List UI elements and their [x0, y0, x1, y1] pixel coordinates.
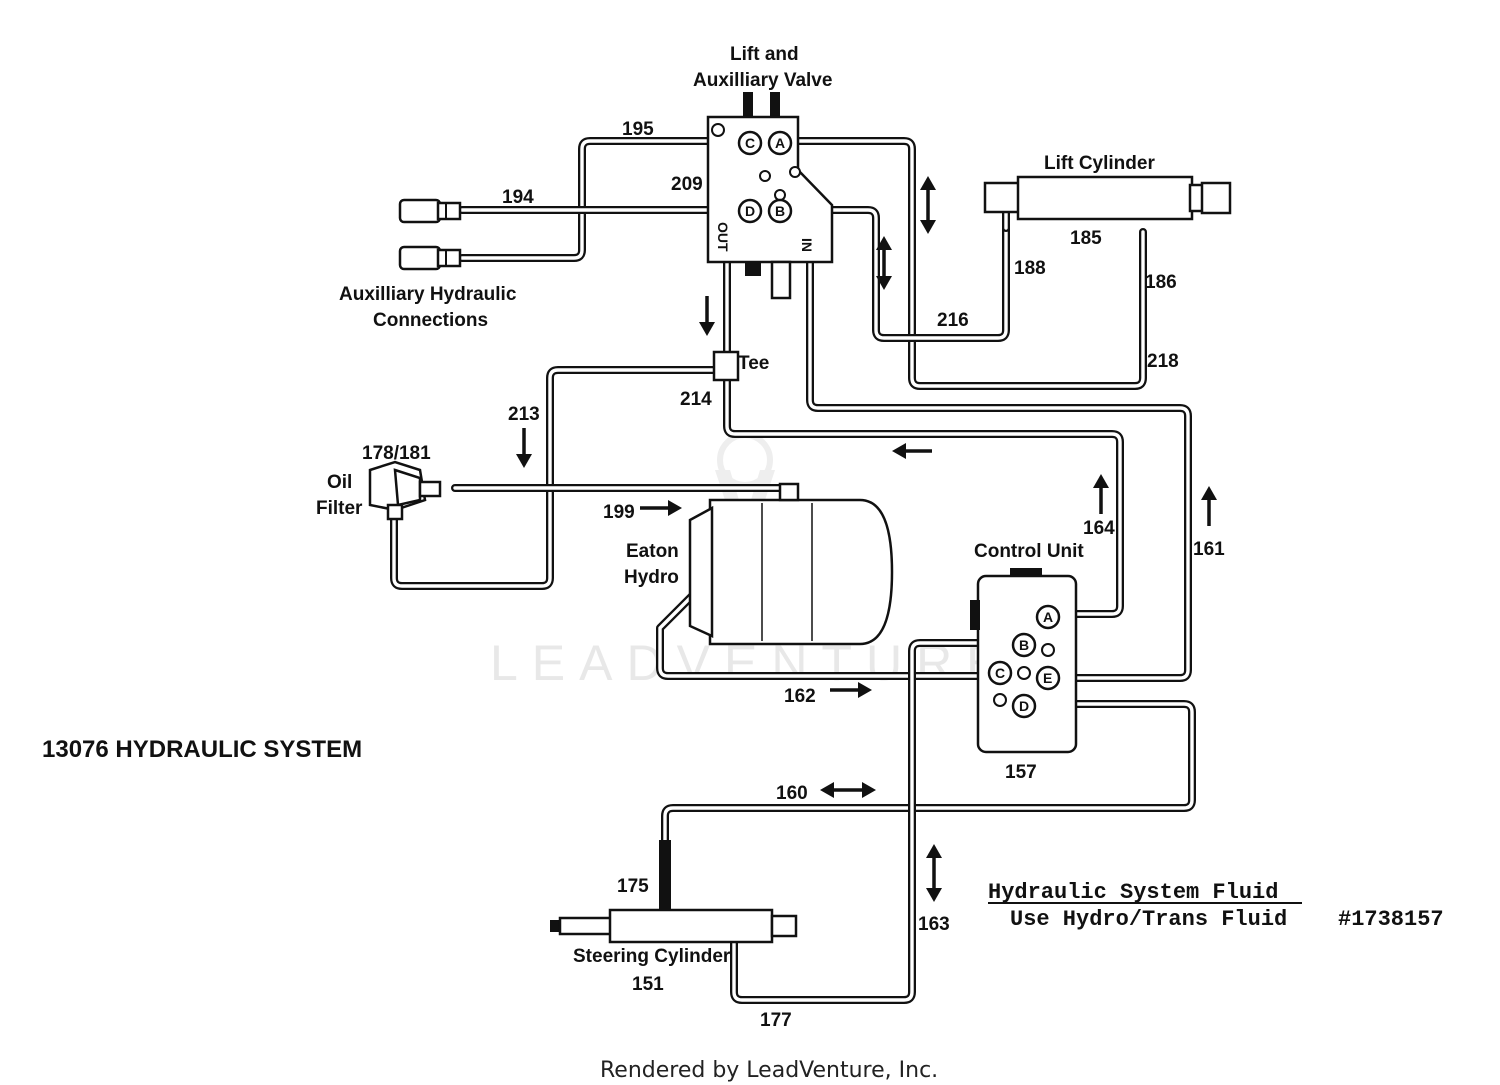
- hose-path-inner: [460, 139, 747, 260]
- hose-213-label: 213: [508, 404, 540, 425]
- aux-connections-line1: Auxilliary Hydraulic: [339, 284, 517, 305]
- oil-filter: [368, 460, 442, 521]
- steering-cylinder: [550, 840, 798, 944]
- hose-175-label: 175: [617, 876, 649, 897]
- hose-path-inner: [658, 586, 997, 678]
- control-unit-name: Control Unit: [974, 541, 1084, 562]
- hose-161-label: 161: [1193, 539, 1225, 560]
- hoses: [390, 137, 1196, 1004]
- hose-162-label: 162: [784, 686, 816, 707]
- eaton-hydro-line1: Eaton: [626, 541, 679, 562]
- aux-coupler-upper: [398, 198, 462, 224]
- control-port-d: D: [1019, 698, 1029, 714]
- steering-cylinder-name: Steering Cylinder: [573, 946, 731, 967]
- control-unit-ref: 157: [1005, 762, 1037, 783]
- valve-port-a: A: [775, 135, 785, 151]
- tee-fitting: [712, 350, 740, 382]
- fluid-note: Hydraulic System Fluid Use Hydro/Trans F…: [988, 880, 1444, 932]
- valve-port-c: C: [745, 135, 755, 151]
- lift-cylinder-name: Lift Cylinder: [1044, 153, 1155, 174]
- control-port-c: C: [995, 665, 1005, 681]
- valve-in-label: IN: [799, 238, 815, 252]
- hose-163-label: 163: [918, 914, 950, 935]
- hose-218-label: 218: [1147, 351, 1179, 372]
- valve-port-b: B: [775, 203, 785, 219]
- labels: Lift and Auxilliary Valve 209 195 194 Au…: [42, 44, 1225, 1031]
- valve-name-line1: Lift and: [730, 44, 799, 65]
- steering-cylinder-ref: 151: [632, 974, 664, 995]
- aux-connections-line2: Connections: [373, 310, 488, 331]
- hose-path-inner: [725, 260, 1122, 616]
- hose-216-label: 216: [937, 310, 969, 331]
- aux-coupler-lower: [398, 245, 462, 271]
- flow-arrows: [516, 176, 1217, 902]
- valve-ref: 209: [671, 174, 703, 195]
- fluid-note-line1: Hydraulic System Fluid: [988, 880, 1278, 905]
- control-port-b: B: [1019, 637, 1029, 653]
- eaton-hydro: [688, 482, 894, 646]
- hose-194-label: 194: [502, 187, 534, 208]
- diagram-title: 13076 HYDRAULIC SYSTEM: [42, 736, 362, 763]
- oil-filter-ref: 178/181: [362, 443, 431, 464]
- hose-188-label: 188: [1014, 258, 1046, 279]
- oil-filter-line1: Oil: [327, 472, 352, 493]
- lift-aux-valve: C A D B OUT IN: [706, 92, 834, 300]
- eaton-hydro-line2: Hydro: [624, 567, 679, 588]
- fluid-note-part-number: #1738157: [1338, 907, 1444, 932]
- footer-credit: Rendered by LeadVenture, Inc.: [600, 1058, 938, 1083]
- tee-name: Tee: [738, 353, 769, 374]
- hose-195-label: 195: [622, 119, 654, 140]
- fluid-note-line2: Use Hydro/Trans Fluid: [1010, 907, 1287, 932]
- valve-out-label: OUT: [715, 222, 731, 252]
- lift-cylinder-ref: 185: [1070, 228, 1102, 249]
- lift-cylinder: [983, 175, 1232, 221]
- hose-199-label: 199: [603, 502, 635, 523]
- hose-177-label: 177: [760, 1010, 792, 1031]
- tee-ref: 214: [680, 389, 712, 410]
- control-port-e: E: [1043, 670, 1052, 686]
- hose-path-inner: [788, 208, 1008, 340]
- hose-path-inner: [732, 641, 1022, 1002]
- valve-port-d: D: [745, 203, 755, 219]
- hose-path-inner: [808, 260, 1190, 680]
- hose-path-inner: [663, 702, 1194, 914]
- control-port-a: A: [1043, 609, 1053, 625]
- hose-186-label: 186: [1145, 272, 1177, 293]
- control-unit: A B C E D: [970, 568, 1078, 754]
- hose-path-inner: [788, 139, 1145, 388]
- valve-name-line2: Auxilliary Valve: [693, 70, 832, 91]
- oil-filter-line2: Filter: [316, 498, 363, 519]
- hose-164-label: 164: [1083, 518, 1115, 539]
- hose-160-label: 160: [776, 783, 808, 804]
- hose-path-inner: [392, 368, 722, 588]
